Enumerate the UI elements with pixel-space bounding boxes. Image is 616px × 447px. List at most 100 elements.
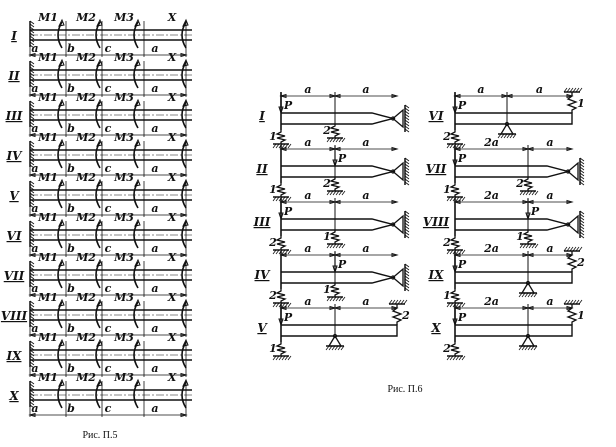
- hatch-mark: [404, 157, 410, 162]
- spring-icon: [329, 177, 341, 191]
- arrow-head: [501, 93, 509, 99]
- moment-label: M1: [37, 51, 58, 64]
- hatch-mark: [455, 355, 460, 361]
- arrow-head: [453, 252, 461, 258]
- load-label: P: [457, 311, 467, 324]
- moment-arc: [133, 341, 139, 369]
- dimension-label: c: [105, 322, 112, 335]
- moment-arc: [95, 221, 101, 249]
- spring-number: 2: [442, 130, 451, 143]
- spring-icon: [391, 304, 403, 325]
- hatch-mark: [579, 163, 585, 168]
- hatch-mark: [29, 195, 35, 200]
- spring-icon: [449, 342, 461, 356]
- arrow-head: [453, 93, 461, 99]
- hatch-mark: [455, 196, 460, 202]
- hatch-mark: [29, 201, 35, 206]
- arrow-head: [180, 372, 188, 378]
- hatch-mark: [29, 272, 35, 277]
- moment-arc: [95, 181, 101, 209]
- dimension-label: b: [67, 242, 75, 255]
- hatch-mark: [29, 75, 35, 80]
- dimension-label: 2a: [483, 242, 499, 255]
- dimension-label: b: [67, 162, 75, 175]
- dimension-label: a: [31, 282, 38, 295]
- hatch-mark: [29, 155, 35, 160]
- dimension-label: a: [151, 282, 158, 295]
- hatch-mark: [579, 181, 585, 186]
- spring-number: 1: [443, 183, 451, 196]
- dimension-label: a: [362, 83, 369, 96]
- hatch-mark: [29, 103, 35, 108]
- hatch-mark: [404, 281, 410, 286]
- hatch-mark: [334, 345, 339, 351]
- dimension-label: a: [546, 242, 553, 255]
- hatch-mark: [29, 121, 35, 126]
- moment-arc: [133, 221, 139, 249]
- spring-number: 2: [442, 342, 451, 355]
- moment-arrow: [182, 378, 189, 387]
- hatch-mark: [29, 392, 35, 397]
- hatch-mark: [29, 263, 35, 268]
- pin: [525, 280, 531, 286]
- moment-arc: [95, 101, 101, 129]
- hinge-support-icon: [566, 161, 579, 182]
- moment-arrow: [182, 98, 189, 107]
- hatch-mark: [275, 143, 280, 149]
- moment-label: M1: [37, 371, 58, 384]
- hatch-mark: [281, 143, 286, 149]
- row-label: X: [8, 389, 19, 403]
- spring-icon: [329, 230, 341, 244]
- hatch-mark: [332, 137, 337, 143]
- row-label: VII: [4, 269, 25, 283]
- hatch-mark: [404, 287, 410, 292]
- moment-arc: [181, 301, 187, 329]
- hatch-mark: [575, 87, 580, 93]
- row-label: VI: [7, 229, 22, 243]
- hatch-mark: [272, 302, 277, 308]
- moment-label: X: [167, 331, 177, 344]
- arrow-head: [453, 146, 461, 152]
- moment-label: M1: [37, 251, 58, 264]
- hatch-mark: [455, 302, 460, 308]
- spring-icon: [275, 289, 287, 303]
- dimension-label: 2a: [483, 189, 499, 202]
- moment-label: X: [167, 131, 177, 144]
- beam: [455, 165, 571, 178]
- dimension-label: 2a: [483, 295, 499, 308]
- moment-label: M2: [75, 91, 96, 104]
- dimension-label: a: [31, 82, 38, 95]
- hatch-mark: [404, 269, 410, 274]
- arrow-head: [180, 172, 188, 178]
- hatch-mark: [455, 143, 460, 149]
- moment-label: M1: [37, 131, 58, 144]
- hatch-mark: [29, 63, 35, 68]
- hatch-mark: [503, 133, 508, 139]
- moment-arrow: [182, 258, 189, 267]
- hatch-mark: [461, 249, 466, 255]
- hatch-mark: [578, 299, 583, 305]
- hatch-mark: [388, 299, 393, 305]
- hatch-mark: [340, 345, 345, 351]
- hatch-mark: [331, 345, 336, 351]
- hatch-mark: [29, 275, 35, 280]
- moment-arrow: [96, 218, 103, 227]
- moment-arc: [181, 221, 187, 249]
- hatch-mark: [341, 296, 346, 302]
- hatch-mark: [338, 243, 343, 249]
- load-arrow-head: [452, 265, 458, 274]
- spring-icon: [329, 283, 341, 297]
- hatch-mark: [446, 196, 451, 202]
- moment-arrow: [58, 98, 65, 107]
- arrow-head: [566, 199, 574, 205]
- hatch-mark: [328, 345, 333, 351]
- load-arrow-head: [332, 159, 338, 168]
- moment-label: M2: [75, 251, 96, 264]
- arrow-head: [526, 199, 534, 205]
- hatch-mark: [278, 355, 283, 361]
- load-arrow-head: [332, 265, 338, 274]
